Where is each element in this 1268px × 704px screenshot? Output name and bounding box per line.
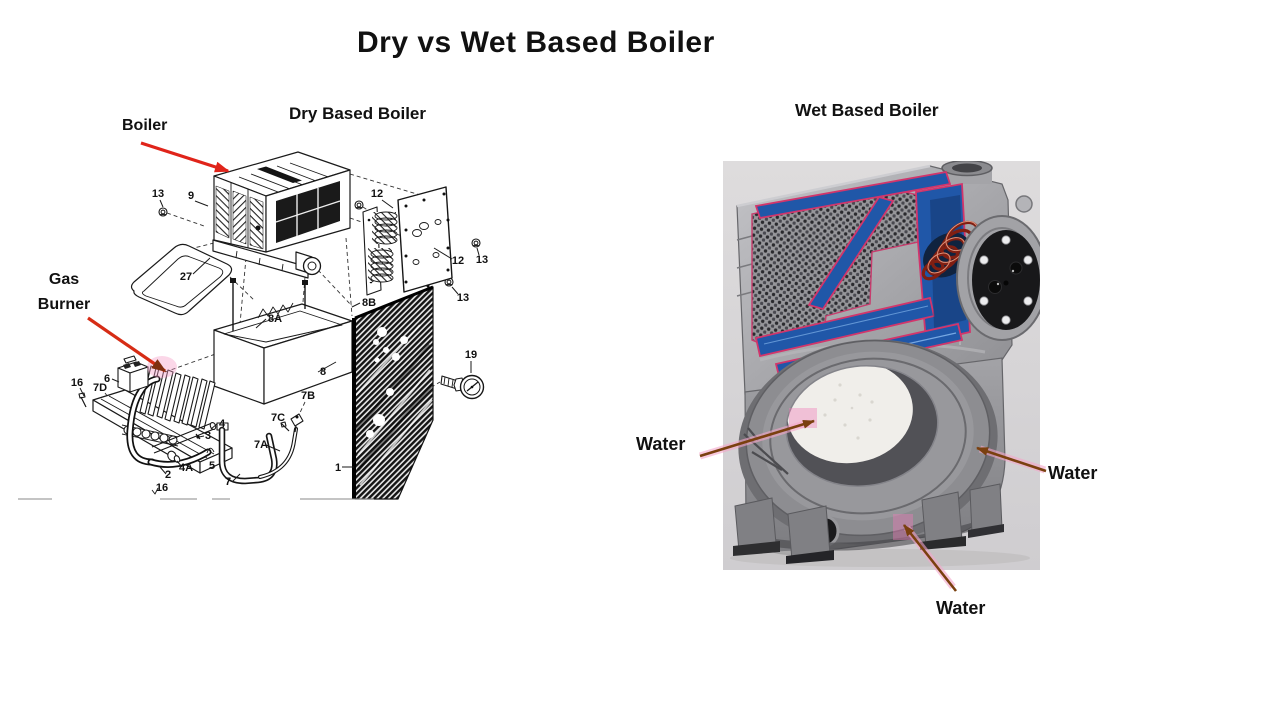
water-label-bottom: Water: [936, 598, 986, 618]
part-number-label: 16: [156, 482, 168, 494]
combustion-ring: [738, 339, 998, 545]
part-number-label: 8: [320, 366, 326, 378]
heat-exchanger-plate: [362, 186, 453, 296]
part-number-label: 13: [457, 292, 469, 304]
flange-disc: [956, 215, 1040, 341]
gas-burner-assembly: [78, 355, 233, 495]
water-arrow-right-icon: [976, 446, 1047, 473]
part-number-label: 7A: [254, 439, 268, 451]
part-number-label: 7B: [301, 390, 315, 402]
boiler-callout-label: Boiler: [122, 117, 168, 134]
part-number-label: 3: [205, 430, 211, 442]
part-number-label: 4A: [179, 462, 193, 474]
water-arrows: [698, 419, 1047, 592]
flange-bolts: [979, 235, 1033, 325]
wet-boiler-subtitle: Wet Based Boiler: [795, 100, 939, 120]
insulation: [787, 360, 913, 464]
dry-boiler-exploded-diagram: 13912121313278B8A86167D434A521677A7B7C11…: [18, 141, 488, 500]
part-number-label: 4: [219, 418, 226, 430]
part-number-label: 27: [180, 271, 192, 283]
gas-burner-callout-label: Gas Burner: [37, 271, 91, 313]
page-title: Dry vs Wet Based Boiler: [357, 26, 715, 59]
boiler-block: [212, 151, 351, 279]
part-number-label: 13: [152, 188, 164, 200]
part-number-label: 8B: [362, 297, 376, 309]
part-number-label: 13: [476, 254, 488, 266]
wet-boiler-photo: [698, 161, 1047, 592]
base-box: [213, 278, 353, 405]
water-arrow-left-icon: [699, 419, 815, 458]
gas-burner-callout-arrow-icon: [87, 316, 167, 373]
mounting-feet: [730, 483, 1030, 567]
jacket-panel: [352, 285, 434, 500]
water-label-right: Water: [1048, 463, 1098, 483]
channel-highlight-2: [763, 305, 929, 345]
boiler-callout-arrow-icon: [140, 141, 230, 173]
part-number-label: 19: [465, 349, 477, 361]
part-number-label: 7C: [271, 412, 285, 424]
part-number-label: 5: [209, 460, 215, 472]
u-pipe: [216, 413, 304, 485]
part-number-label: 7D: [93, 382, 107, 394]
part-number-label: 6: [104, 373, 110, 385]
part-number-label: 1: [335, 462, 341, 474]
part-leader-lines: [79, 199, 480, 483]
part-number-label: 16: [71, 377, 83, 389]
part-number-label: 12: [452, 255, 464, 267]
water-arrow-bottom-icon: [902, 524, 958, 592]
part-number-label: 8A: [268, 313, 282, 325]
part-number-label: 7: [225, 476, 231, 488]
temperature-gauge: [440, 374, 485, 400]
part-number-label: 9: [188, 190, 194, 202]
water-label-left: Water: [636, 434, 686, 454]
dry-boiler-subtitle: Dry Based Boiler: [289, 104, 426, 123]
part-number-label: 2: [165, 469, 171, 481]
part-number-label: 12: [371, 188, 383, 200]
